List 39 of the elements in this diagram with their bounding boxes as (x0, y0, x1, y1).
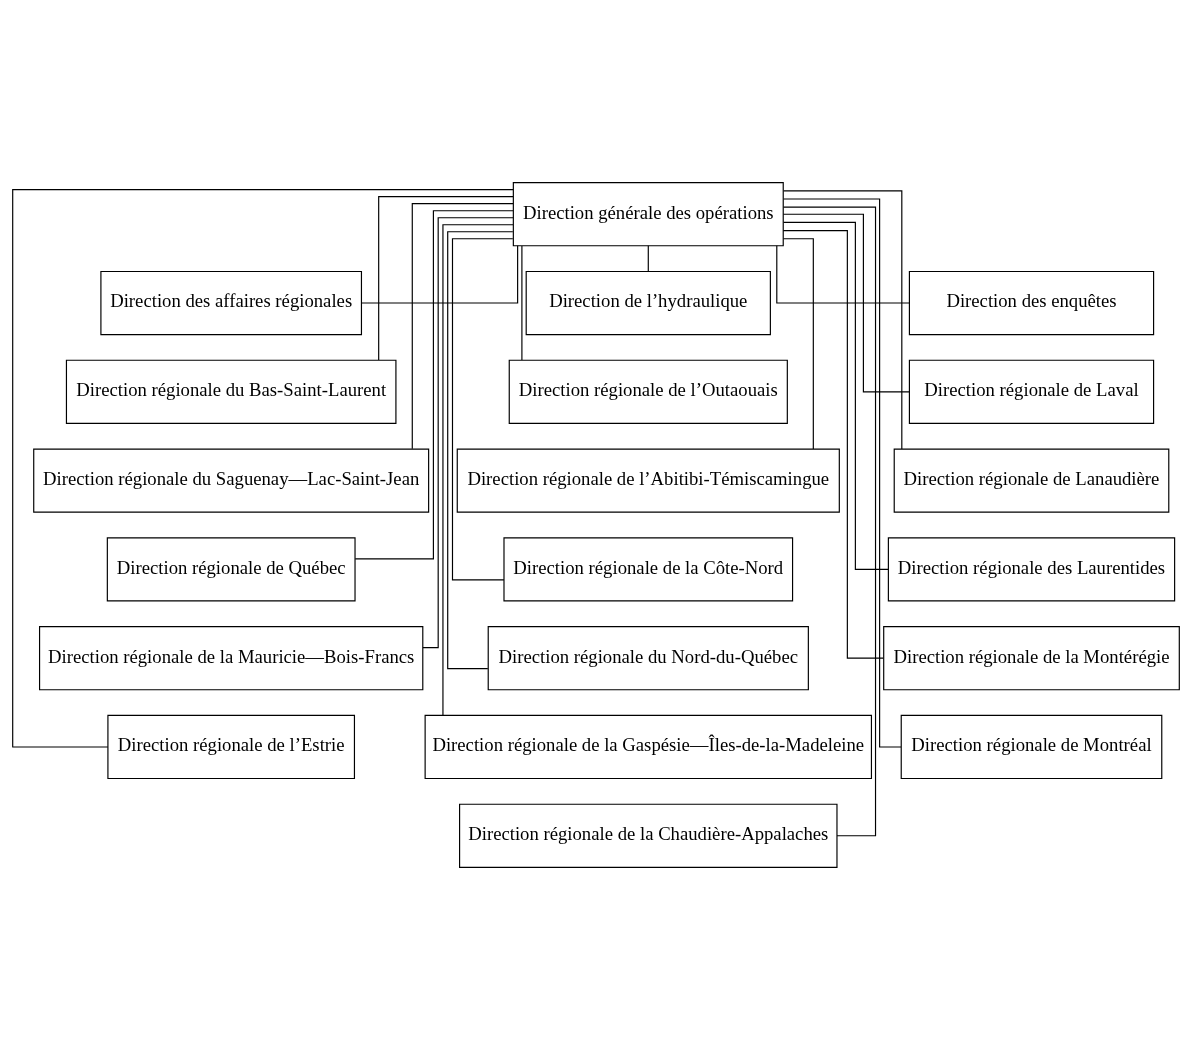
node-box: Direction des affaires régionales (100, 270, 363, 335)
node-box: Direction régionale de l’Abitibi-Témiscamingue (456, 447, 840, 513)
connector (782, 213, 910, 392)
connector (783, 189, 903, 450)
node-box: Direction régionale de la Mauricie—Bois-Francs (39, 625, 424, 690)
node-box: Direction régionale de Lanaudière (893, 447, 1170, 513)
node-box: Direction de l’hydraulique (525, 270, 771, 335)
node-box: Direction régionale de l’Outaouais (508, 359, 788, 424)
node-box: Direction régionale des Laurentides (887, 536, 1176, 602)
connector (521, 244, 523, 361)
connector (378, 195, 514, 361)
connector (451, 237, 514, 580)
connector (447, 230, 514, 669)
connector (782, 197, 902, 748)
node-box: Direction régionale de l’Estrie (107, 714, 356, 779)
node-box: Direction régionale de la Chaudière-Appalaches (459, 803, 838, 868)
node-box: Direction régionale de la Montérégie (883, 625, 1180, 690)
connector (361, 244, 519, 304)
connector (782, 221, 889, 570)
connector (422, 216, 514, 648)
node-box: Direction générale des opérations (512, 181, 784, 246)
node-box: Direction régionale de la Côte-Nord (503, 536, 794, 602)
connector (411, 202, 514, 449)
node-box: Direction régionale de la Gaspésie—Îles-de-la-Madeleine (424, 714, 873, 779)
connector (647, 244, 649, 272)
node-box: Direction régionale du Bas-Saint-Laurent (65, 359, 397, 424)
node-box: Direction régionale de Québec (106, 536, 356, 602)
node-box: Direction des enquêtes (908, 270, 1155, 335)
node-box: Direction régionale de Laval (908, 359, 1155, 424)
connector (442, 223, 514, 716)
connector (776, 244, 910, 304)
connector (782, 237, 814, 450)
node-box: Direction régionale du Nord-du-Québec (487, 625, 809, 690)
node-box: Direction régionale du Saguenay—Lac-Saint-Jean (33, 447, 430, 513)
connector (782, 229, 884, 659)
node-box: Direction régionale de Montréal (900, 714, 1163, 779)
connector (12, 188, 514, 748)
connector (354, 209, 514, 559)
connector (782, 206, 877, 836)
